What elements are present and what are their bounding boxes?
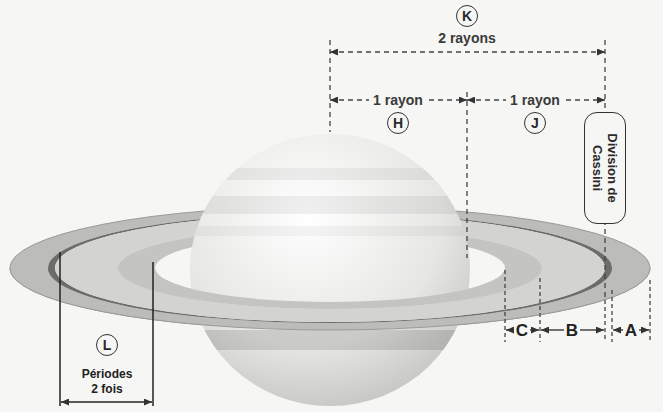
- band: [180, 226, 480, 236]
- division-label: Division de Cassini: [590, 132, 620, 204]
- rings-front: [10, 268, 650, 330]
- extension-line: [466, 92, 467, 258]
- callout-letter: H: [387, 112, 409, 134]
- ring-shadow: [180, 330, 480, 350]
- extension-line: [152, 262, 154, 406]
- extension-line: [649, 280, 650, 342]
- ring-letter: A: [623, 321, 639, 340]
- dimension-label: 1 rayon: [506, 92, 564, 108]
- period-label: Périodes 2 fois: [78, 367, 136, 397]
- ring-letter: B: [564, 321, 580, 340]
- callout-text: K: [462, 9, 472, 23]
- annotation-lines: [60, 40, 650, 406]
- extension-line: [329, 40, 330, 132]
- planet: [180, 134, 480, 406]
- callout-letter: K: [456, 5, 478, 27]
- dimension-label: 2 rayons: [438, 30, 496, 46]
- callout-letter: L: [96, 334, 118, 356]
- extension-line: [539, 278, 540, 342]
- extension-line: [504, 270, 505, 342]
- extension-line: [611, 290, 612, 342]
- division-label-box: Division de Cassini: [584, 112, 626, 224]
- dimension-arrow: [330, 51, 605, 52]
- callout-text: H: [393, 116, 403, 130]
- dimension-label: 1 rayon: [369, 92, 427, 108]
- extension-line: [604, 300, 605, 342]
- callout-letter: J: [524, 112, 546, 134]
- band: [180, 168, 480, 180]
- ring-letter: C: [514, 321, 530, 340]
- extension-line: [59, 252, 61, 406]
- band: [180, 196, 480, 214]
- callout-text: L: [103, 338, 112, 352]
- dimension-arrow: [61, 401, 152, 403]
- callout-text: J: [531, 116, 539, 130]
